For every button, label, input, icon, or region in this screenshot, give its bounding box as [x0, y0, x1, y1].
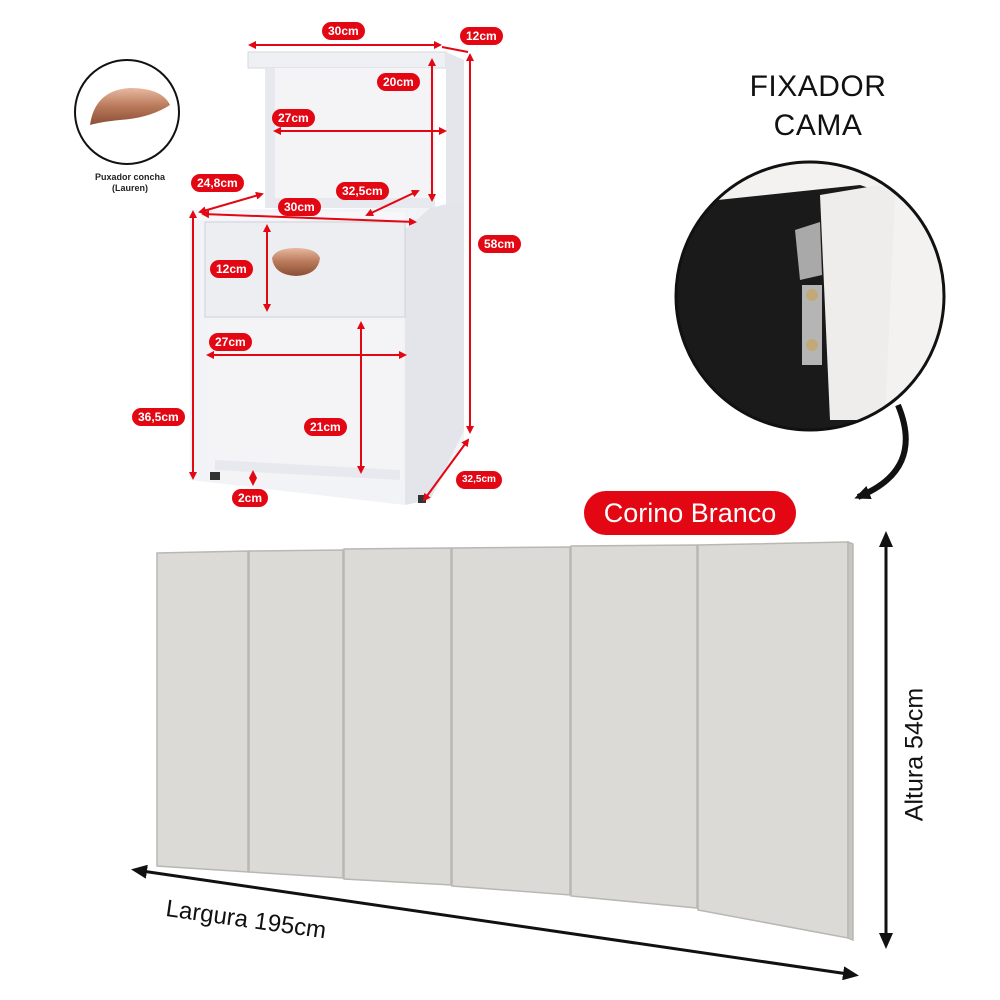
- label-body-width: 30cm: [278, 198, 321, 216]
- label-top-depth: 12cm: [460, 27, 503, 45]
- label-niche-width: 27cm: [272, 109, 315, 127]
- curved-arrow-icon: [854, 403, 909, 500]
- width-arrow: [131, 864, 859, 981]
- fixador-detail-circle: [674, 160, 946, 432]
- label-lower-height: 21cm: [304, 418, 347, 436]
- label-body-height: 36,5cm: [132, 408, 185, 426]
- label-lower-width: 27cm: [209, 333, 252, 351]
- fixador-title-line1: FIXADOR: [749, 70, 887, 103]
- label-top-width: 30cm: [322, 22, 365, 40]
- handle-caption-line1: Puxador concha: [94, 172, 166, 182]
- label-total-height: 58cm: [478, 235, 521, 253]
- handle-caption-line2: (Lauren): [112, 183, 148, 193]
- label-inner-depth: 32,5cm: [336, 182, 389, 200]
- handle-detail-circle: [74, 59, 180, 165]
- headboard-illustration: [156, 540, 854, 942]
- handle-caption: Puxador concha (Lauren): [75, 172, 185, 194]
- label-side-depth: 24,8cm: [191, 174, 244, 192]
- label-niche-height: 20cm: [377, 73, 420, 91]
- label-drawer-height: 12cm: [210, 260, 253, 278]
- material-badge: Corino Branco: [584, 491, 796, 535]
- label-foot-height: 2cm: [232, 489, 269, 507]
- fixador-title-line2: CAMA: [773, 109, 863, 142]
- height-label: Altura 54cm: [900, 687, 929, 822]
- label-base-depth: 32,5cm: [456, 471, 502, 489]
